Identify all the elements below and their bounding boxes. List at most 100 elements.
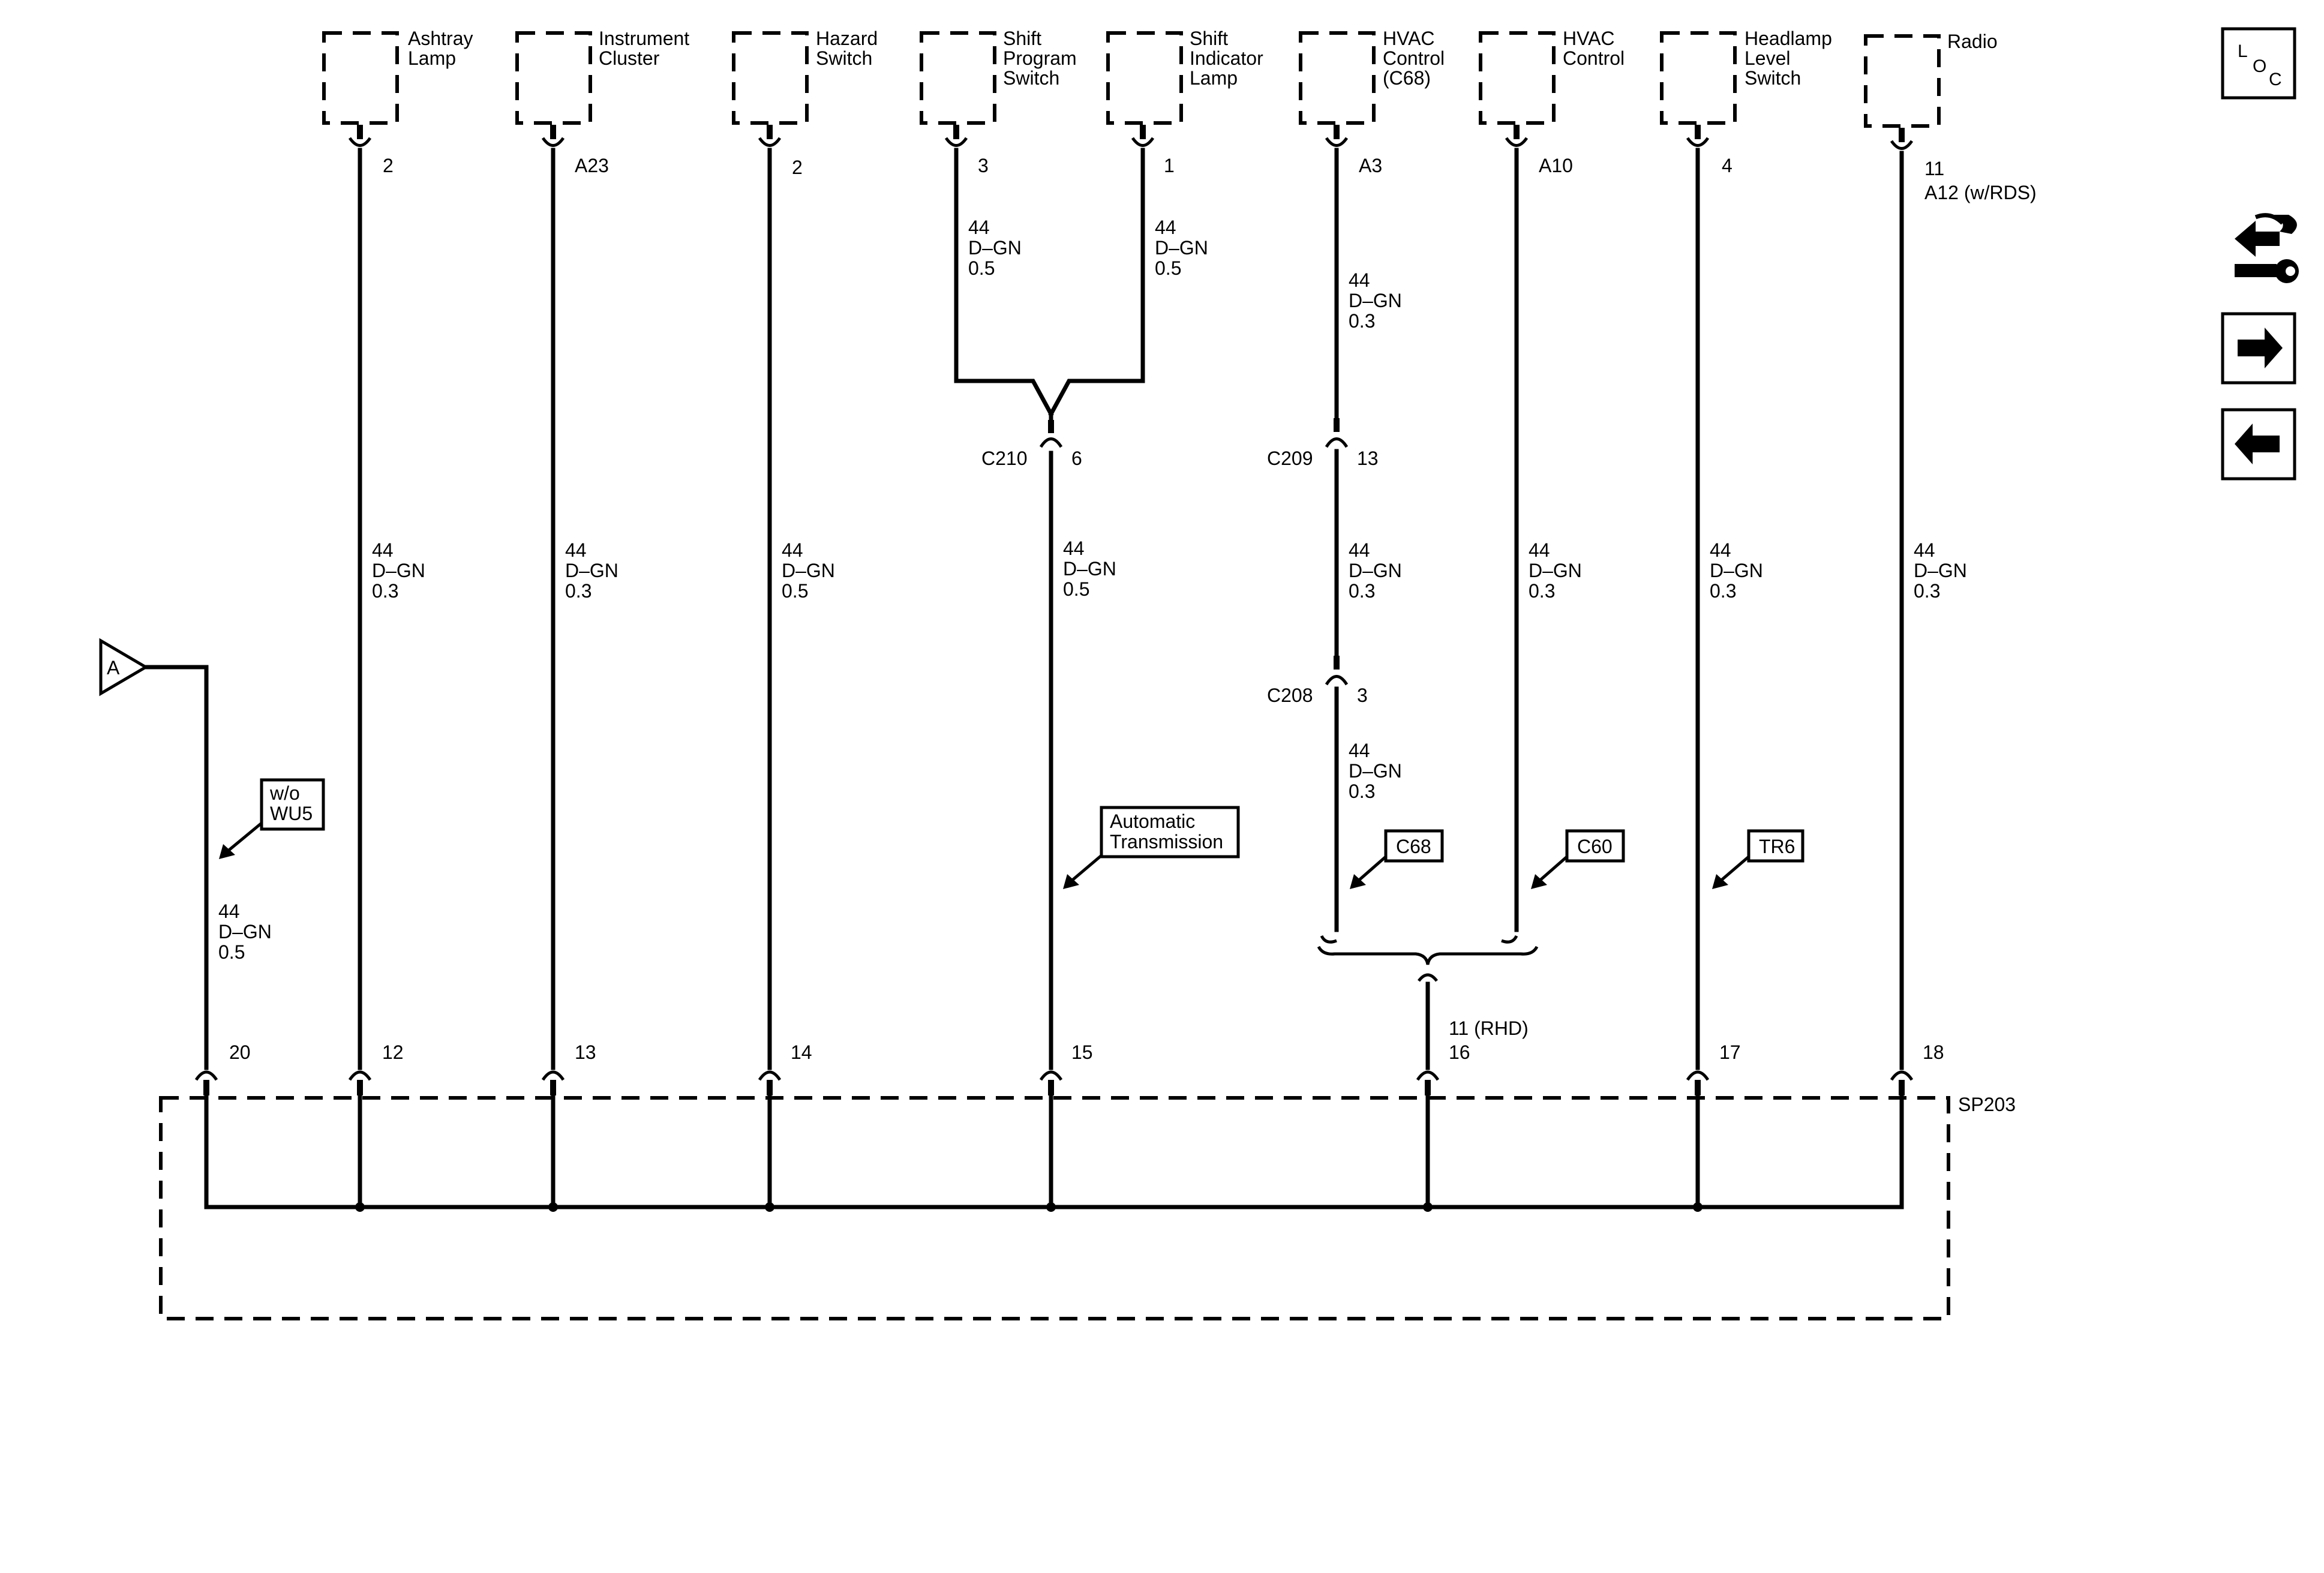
diagram-label: D–GN <box>1063 558 1116 580</box>
diagram-label: 0.3 <box>1914 580 1940 602</box>
diagram-label: A12 (w/RDS) <box>1924 182 2037 203</box>
diagram-label: Automatic <box>1110 810 1195 832</box>
component-box <box>920 31 996 125</box>
diagram-label: D–GN <box>782 560 835 581</box>
diagram-label: 16 <box>1449 1041 1470 1063</box>
diagram-label: C208 <box>1267 685 1313 706</box>
diagram-label: Lamp <box>408 47 456 69</box>
diagram-label: 3 <box>978 155 989 176</box>
diagram-label: A23 <box>575 155 609 176</box>
diagram-label: WU5 <box>270 803 313 824</box>
diagram-label: 1 <box>1164 155 1175 176</box>
diagram-label: 44 <box>1349 269 1370 291</box>
next-page-button[interactable] <box>2221 312 2296 385</box>
diagram-label: Hazard <box>816 28 878 49</box>
diagram-label: 44 <box>1710 539 1731 561</box>
diagram-label: 13 <box>575 1041 596 1063</box>
offpage-connector-a[interactable]: A <box>99 638 149 697</box>
diagram-label: 44 <box>968 217 990 238</box>
component-headlamp-level-switch: Headlamp Level Switch <box>1660 28 1832 125</box>
diagram-label: 2 <box>792 157 803 178</box>
diagram-label: 18 <box>1923 1041 1944 1063</box>
diagram-label: D–GN <box>565 560 618 581</box>
diagram-label: 6 <box>1071 448 1082 469</box>
diagram-label: D–GN <box>218 921 272 942</box>
diagram-label: 44 <box>1063 538 1085 559</box>
diagram-label: A10 <box>1539 155 1573 176</box>
diagram-label: Headlamp <box>1744 28 1832 49</box>
component-radio: Radio <box>1864 31 1998 128</box>
loc-button[interactable]: L O C <box>2221 27 2296 100</box>
component-pin-cups <box>348 125 1914 150</box>
diagram-label: 0.3 <box>1349 580 1375 602</box>
diagram-label: Instrument <box>599 28 689 49</box>
diagram-label: C68 <box>1396 836 1431 857</box>
diagram-label: 44 <box>565 539 587 561</box>
diagram-label: Indicator <box>1190 47 1263 69</box>
diagram-label: A3 <box>1359 155 1382 176</box>
diagram-label: w/o <box>269 782 300 804</box>
diagram-label: C210 <box>981 448 1028 469</box>
diagram-label: C60 <box>1577 836 1613 857</box>
diagram-label: Radio <box>1947 31 1998 52</box>
diagram-label: 17 <box>1719 1041 1741 1063</box>
option-tag-automatic-transmission: Automatic Transmission <box>1063 806 1240 889</box>
diagram-label: (C68) <box>1383 67 1431 89</box>
wires <box>143 148 1904 1070</box>
diagram-label: Program <box>1003 47 1077 69</box>
diagram-label: Control <box>1383 47 1445 69</box>
connector-c208: C208 3 <box>1267 656 1368 706</box>
prev-page-button[interactable] <box>2221 408 2296 481</box>
diagram-label: TR6 <box>1759 836 1795 857</box>
diagram-label: 44 <box>782 539 803 561</box>
diagram-label: D–GN <box>1710 560 1763 581</box>
component-shift-program-switch: Shift Program Switch <box>920 28 1077 125</box>
connector-c210: C210 6 <box>981 420 1082 469</box>
diagram-label: 11 (RHD) <box>1449 1017 1529 1039</box>
diagram-label: 44 <box>372 539 394 561</box>
diagram-label: 0.5 <box>218 941 245 963</box>
diagram-label: D–GN <box>1349 760 1402 782</box>
diagram-label: 4 <box>1722 155 1733 176</box>
diagram-label: D–GN <box>1529 560 1582 581</box>
diagram-label: L <box>2238 41 2248 61</box>
diagram-label: Transmission <box>1110 831 1223 852</box>
diagram-label: A <box>107 657 120 679</box>
diagram-label: 12 <box>382 1041 404 1063</box>
component-hvac-control-c68: HVAC Control (C68) <box>1299 28 1445 125</box>
diagram-label: D–GN <box>1349 560 1402 581</box>
diagram-label: 3 <box>1357 685 1368 706</box>
diagram-label: Cluster <box>599 47 660 69</box>
diagram-label: 0.5 <box>1063 578 1089 600</box>
component-ashtray-lamp: Ashtray Lamp <box>322 28 473 125</box>
component-instrument-cluster: Instrument Cluster <box>515 28 689 125</box>
diagram-label: Switch <box>816 47 872 69</box>
component-box <box>732 31 809 125</box>
harness-swap-icon[interactable] <box>2235 213 2299 283</box>
diagram-label: Lamp <box>1190 67 1238 89</box>
diagram-label: SP203 <box>1958 1094 2016 1115</box>
diagram-label: C209 <box>1267 448 1313 469</box>
diagram-label: 0.3 <box>1349 310 1375 332</box>
diagram-label: 11 <box>1924 158 1944 179</box>
diagram-label: 0.3 <box>1710 580 1736 602</box>
diagram-label: Ashtray <box>408 28 473 49</box>
component-box <box>1106 31 1183 125</box>
diagram-label: Switch <box>1003 67 1059 89</box>
component-box <box>1864 34 1941 128</box>
wire-spec-labels: 44 D–GN 0.5 44 D–GN 0.5 44 D–GN 0.3 44 D… <box>218 217 1967 963</box>
diagram-label: D–GN <box>1155 237 1208 259</box>
right-arrow-icon <box>2238 328 2283 368</box>
diagram-label: 13 <box>1357 448 1379 469</box>
diagram-label: D–GN <box>968 237 1022 259</box>
diagram-label: O <box>2253 56 2266 76</box>
component-box <box>1299 31 1376 125</box>
component-pin-labels: 2 A23 2 3 1 A3 A10 4 11 A12 (w/RDS) <box>383 155 2037 203</box>
diagram-label: 44 <box>1155 217 1176 238</box>
component-box <box>322 31 399 125</box>
diagram-label: 44 <box>218 900 240 922</box>
diagram-label: 44 <box>1529 539 1550 561</box>
diagram-label: 2 <box>383 155 394 176</box>
component-box <box>515 31 592 125</box>
